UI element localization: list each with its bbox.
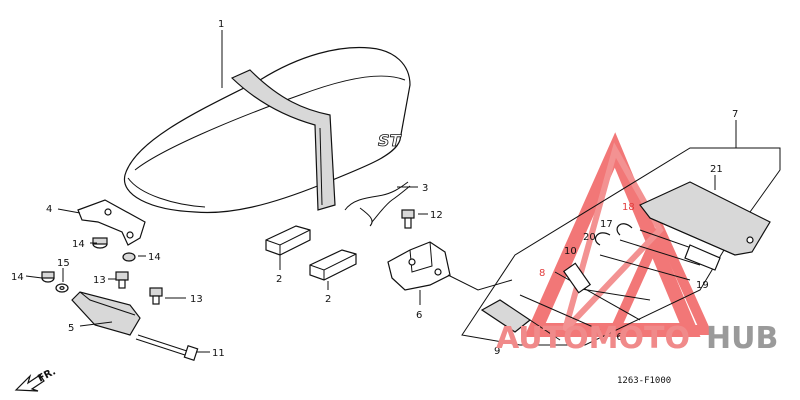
callout-2a: 2 [276,274,282,285]
grip-part [71,291,141,336]
long-bolt-part [135,334,199,362]
tool-kit-box [461,147,781,346]
callout-11: 11 [212,348,225,359]
callout-14a: 14 [72,239,85,250]
callout-16: 16 [610,332,623,343]
rubber-block-part [265,225,357,281]
watermark-text: AUTOMOTO HUB [496,321,778,356]
callout-10: 10 [564,246,577,257]
callout-4: 4 [46,204,52,215]
watermark-triangles [524,132,713,337]
callout-8: 8 [539,268,545,279]
callout-21: 21 [710,164,723,175]
seat-emblem: ST [378,131,402,150]
callout-14c: 14 [11,272,24,283]
callout-labels: 1 2 2 3 4 5 6 7 8 9 10 11 12 13 13 14 14… [11,19,738,359]
small-fasteners [41,237,163,305]
seat-lock-part [387,241,513,291]
callout-9: 9 [494,346,500,357]
callout-18: 18 [622,202,635,213]
callout-13a: 13 [93,275,106,286]
callout-3: 3 [422,183,428,194]
callout-1: 1 [218,19,224,30]
callout-14b: 14 [148,252,161,263]
callout-13b: 13 [190,294,203,305]
callout-15: 15 [57,258,70,269]
callout-17: 17 [600,219,613,230]
callout-7: 7 [732,109,738,120]
watermark-automoto: AUTOMOTO [496,321,690,356]
seat-part: ST [123,46,411,214]
watermark-hub: HUB [706,321,778,356]
direction-label: FR. [36,366,58,384]
bolt-part-12 [401,209,415,229]
callout-12: 12 [430,210,443,221]
spring-hook-part [344,181,411,227]
callout-6: 6 [416,310,422,321]
leader-lines [25,30,737,353]
callout-20: 20 [583,232,596,243]
front-direction-arrow: FR. [14,366,58,392]
callout-2b: 2 [325,294,331,305]
callout-5: 5 [68,323,74,334]
diagram-code: 1263-F1000 [617,376,671,386]
bracket-part [77,199,146,246]
callout-19: 19 [696,280,709,291]
